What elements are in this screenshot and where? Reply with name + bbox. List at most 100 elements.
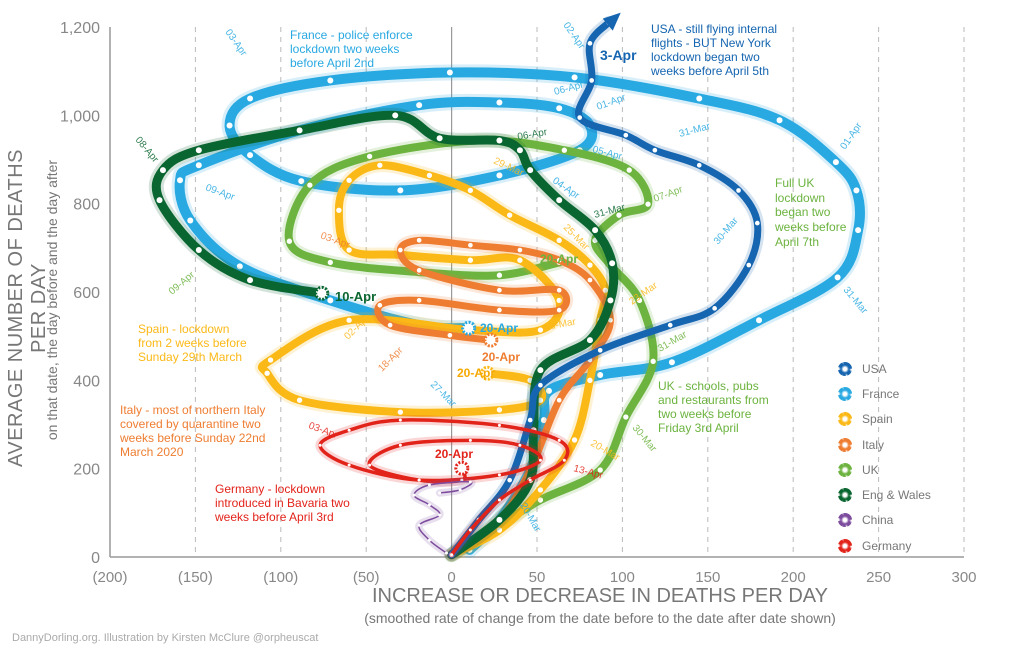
data-point-eng-wales [392, 112, 399, 119]
date-label: 30-Mar [712, 215, 741, 247]
data-point-uk [597, 467, 603, 473]
data-point-eng-wales [496, 137, 503, 144]
date-label: 18-Apr [376, 345, 405, 374]
data-point-spain [426, 172, 433, 179]
data-point-france [756, 317, 763, 324]
x-tick-label: (200) [92, 569, 127, 586]
data-point-spain [571, 437, 578, 443]
data-point-uk [366, 153, 373, 160]
data-point-france [247, 152, 254, 159]
data-point-eng-wales [537, 367, 544, 374]
data-point-china [468, 480, 472, 484]
x-axis-title: INCREASE OR DECREASE IN DEATHS PER DAY [371, 585, 828, 607]
data-point-spain [346, 177, 352, 183]
data-point-uk [623, 414, 629, 420]
end-label: 20-Apr [480, 321, 518, 335]
data-point-germany [518, 443, 522, 447]
data-point-germany [538, 458, 542, 462]
data-point-eng-wales [159, 167, 166, 174]
data-point-usa [597, 347, 603, 353]
data-point-france [696, 95, 703, 102]
data-point-germany [562, 458, 566, 462]
data-point-china [427, 483, 431, 487]
x-tick-label: 100 [610, 569, 635, 586]
data-point-france [834, 274, 841, 281]
virus-marker-icon [461, 320, 477, 336]
data-point-france [226, 122, 233, 129]
annotation-germany: Germany - lockdown introduced in Bavaria… [215, 482, 350, 524]
data-point-spain [537, 397, 544, 403]
series-line-uk [284, 136, 658, 559]
data-point-eng-wales [516, 147, 523, 154]
series-line-china [413, 480, 473, 554]
date-label: 01-Apr [595, 92, 628, 113]
annotation-uk-full: Full UK lockdown began two weeks before … [775, 176, 847, 249]
data-point-france [397, 187, 404, 194]
series-line-italy [374, 236, 614, 559]
data-point-france [416, 102, 423, 109]
data-point-france [597, 372, 604, 379]
legend-item: Italy [838, 432, 931, 457]
end-label: 20-Apr [540, 252, 578, 266]
virus-marker-icon [479, 365, 495, 381]
annotation-spain: Spain - lockdown from 2 weeks before Sun… [138, 322, 247, 364]
data-point-italy [587, 277, 593, 283]
data-point-china [427, 538, 431, 542]
x-tick-label: (50) [353, 569, 380, 586]
x-tick-label: 250 [866, 569, 891, 586]
data-point-germany [398, 418, 402, 422]
y-axis-subtitle: on that date, the day before and the day… [44, 159, 60, 441]
data-point-france [195, 162, 202, 169]
data-point-china [427, 503, 431, 507]
data-point-spain [467, 187, 474, 194]
data-point-usa [736, 188, 741, 193]
data-point-france [496, 172, 503, 179]
data-point-spain [397, 409, 404, 415]
data-point-germany [450, 553, 454, 557]
annotation-france: France - police enforce lockdown two wee… [290, 28, 413, 70]
data-point-france [832, 159, 839, 166]
legend-label: Eng & Wales [862, 488, 931, 503]
legend-label: USA [862, 361, 887, 376]
data-point-spain [496, 407, 503, 413]
date-label: 09-Apr [204, 182, 237, 203]
date-label: 06-Apr [517, 127, 549, 143]
data-point-spain [587, 377, 593, 384]
data-point-uk [307, 182, 313, 188]
data-point-france [496, 99, 503, 106]
data-point-eng-wales [527, 167, 534, 174]
data-point-italy [416, 237, 422, 243]
data-point-eng-wales [586, 337, 593, 344]
data-point-usa [589, 78, 594, 83]
data-point-uk [616, 212, 622, 218]
data-point-uk [645, 201, 651, 207]
data-point-uk [650, 358, 656, 365]
data-point-spain [556, 297, 562, 304]
data-point-china [458, 488, 462, 492]
legend-label: Spain [862, 412, 893, 427]
y-tick-label: 1,000 [60, 108, 100, 125]
end-label: 10-Apr [335, 289, 376, 304]
legend-label: UK [862, 462, 879, 477]
data-point-uk [286, 238, 293, 244]
date-label: 07-Apr [652, 184, 685, 205]
virus-icon [838, 386, 852, 401]
legend-item: Eng & Wales [838, 482, 931, 507]
data-point-spain [517, 257, 523, 263]
legend-label: Italy [862, 437, 885, 452]
data-point-uk [626, 167, 632, 173]
data-point-spain [556, 237, 562, 243]
date-label: 30-Mar [630, 423, 659, 455]
data-point-germany [460, 478, 464, 482]
data-point-china [438, 491, 442, 495]
data-point-france [327, 297, 334, 304]
data-point-eng-wales [436, 135, 443, 142]
legend-item: France [838, 381, 931, 406]
credit: DannyDorling.org. Illustration by Kirste… [12, 632, 319, 644]
date-label: 09-Apr [167, 269, 198, 297]
legend-item: Germany [838, 533, 931, 558]
data-point-italy [468, 242, 473, 248]
annotation-usa: USA - still flying internal flights - BU… [651, 22, 778, 78]
data-point-spain [267, 357, 274, 363]
